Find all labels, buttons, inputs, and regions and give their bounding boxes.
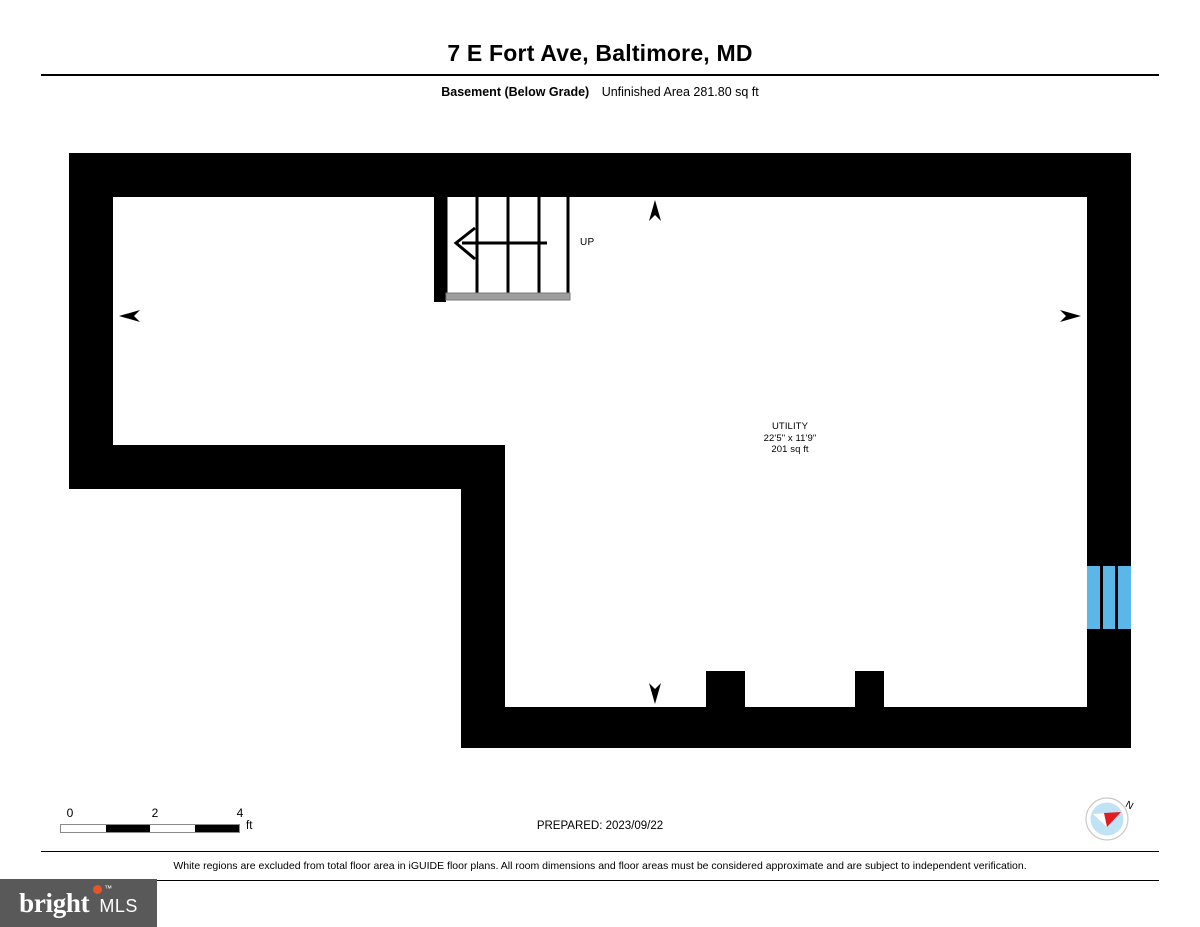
stair-up-label: UP <box>580 237 595 248</box>
scale-tick-2: 4 <box>236 806 244 820</box>
staircase <box>434 197 571 302</box>
window-glazing <box>1087 566 1131 629</box>
dimension-marker-right <box>1060 310 1081 322</box>
room-label-utility: UTILITY 22'5" x 11'9" 201 sq ft <box>700 421 880 456</box>
scale-tick-labels: 0 2 4 <box>60 806 244 821</box>
dimension-marker-bottom <box>649 683 661 704</box>
logo-trademark: ™ <box>104 883 113 893</box>
logo-accent-dot-icon <box>93 884 103 894</box>
compass-needle-red <box>1104 812 1121 827</box>
bright-mls-logo: bright ™ MLS <box>0 879 157 927</box>
floor-plan-canvas: UTILITY 22'5" x 11'9" 201 sq ft UP <box>69 153 1131 748</box>
scale-tick-0: 0 <box>66 806 74 820</box>
scale-segment <box>194 825 239 832</box>
area-label: Unfinished Area 281.80 sq ft <box>601 85 759 99</box>
scale-units-label: ft <box>246 820 253 832</box>
dimension-marker-left <box>119 310 140 322</box>
compass-north-label: N <box>1123 799 1135 812</box>
logo-suffix: MLS <box>99 895 138 916</box>
compass-rose-icon: N <box>1085 797 1135 841</box>
scale-segment <box>150 825 195 832</box>
room-dimensions: 22'5" x 11'9" <box>763 432 817 444</box>
plan-subtitle: Basement (Below Grade) Unfinished Area 2… <box>0 85 1200 99</box>
logo-inner: bright ™ MLS <box>19 884 138 919</box>
room-area: 201 sq ft <box>771 444 809 455</box>
pilaster-left <box>706 671 745 707</box>
stair-stringer <box>434 197 446 302</box>
logo-wordmark: bright <box>19 887 90 918</box>
room-name: UTILITY <box>771 421 809 432</box>
level-label: Basement (Below Grade) <box>441 85 590 99</box>
scale-segment <box>61 825 106 832</box>
scale-bar: 0 2 4 ft <box>60 806 280 846</box>
scale-tick-1: 2 <box>151 806 159 820</box>
page-title: 7 E Fort Ave, Baltimore, MD <box>447 40 753 66</box>
footer-divider-bottom <box>41 880 1159 881</box>
floor-plan-drawing <box>69 153 1131 748</box>
stair-bottom-edge <box>445 292 571 301</box>
prepared-date: PREPARED: 2023/09/22 <box>536 820 664 832</box>
footer-divider-top <box>41 851 1159 852</box>
scale-segment <box>105 825 150 832</box>
title-divider <box>41 74 1159 76</box>
pilaster-right <box>855 671 884 707</box>
dimension-marker-top <box>649 200 661 221</box>
stair-direction-head <box>453 226 476 261</box>
scale-bar-track <box>60 824 240 833</box>
disclaimer-text: White regions are excluded from total fl… <box>173 860 1027 872</box>
exterior-walls <box>69 153 1131 748</box>
